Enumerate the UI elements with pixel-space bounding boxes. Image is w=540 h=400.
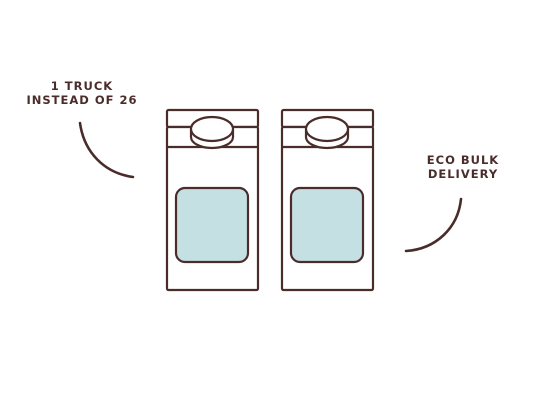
callout-left-line2: INSTEAD OF 26 bbox=[26, 93, 138, 107]
left-callout-curve bbox=[78, 121, 135, 179]
right-callout-curve bbox=[404, 197, 463, 253]
callout-left-line1: 1 TRUCK bbox=[50, 79, 114, 93]
callout-right-line1: ECO BULK bbox=[426, 153, 500, 167]
milk-carton-icon bbox=[165, 108, 260, 292]
callout-right-label: ECO BULK DELIVERY bbox=[408, 153, 518, 181]
callout-left-label: 1 TRUCK INSTEAD OF 26 bbox=[20, 79, 144, 107]
milk-carton-icon bbox=[280, 108, 375, 292]
callout-right-line2: DELIVERY bbox=[427, 167, 499, 181]
